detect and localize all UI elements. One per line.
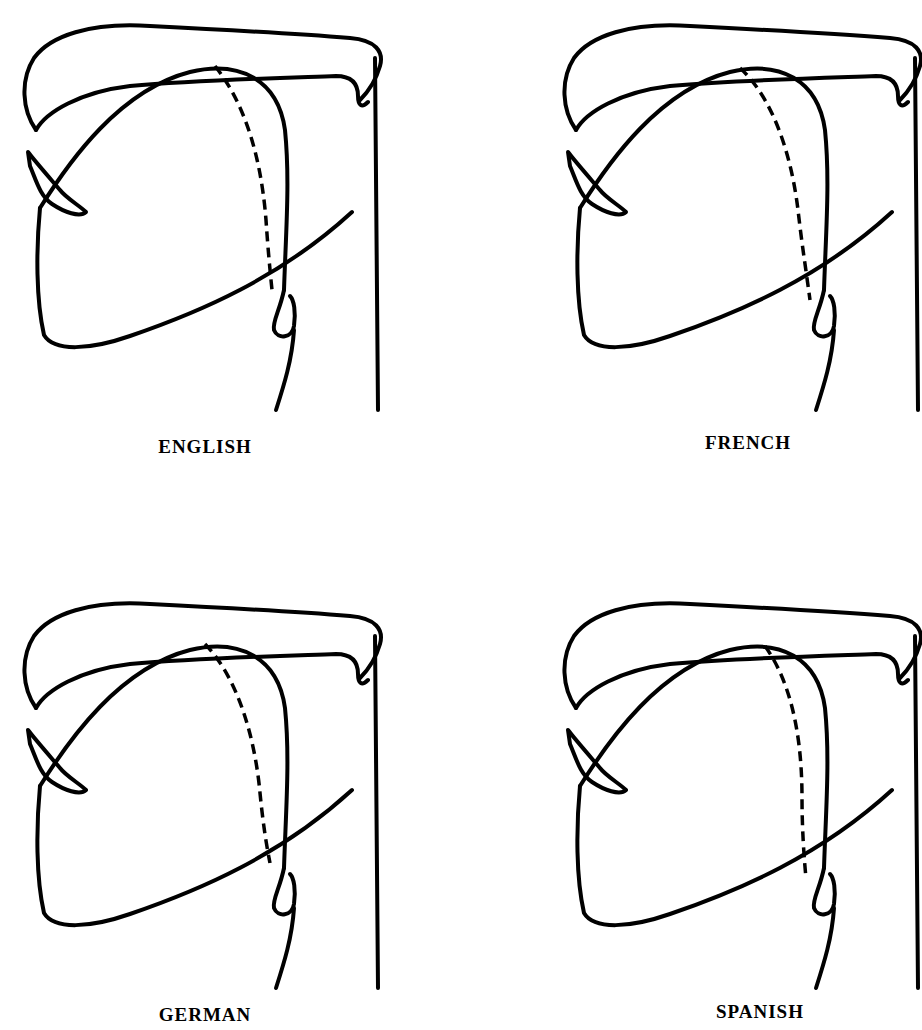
language-label: GERMAN [157,1004,254,1026]
language-label: SPANISH [714,1001,806,1023]
english-tract [24,25,381,410]
french-tract [564,25,921,410]
language-label: FRENCH [703,432,793,454]
language-label: ENGLISH [156,436,254,458]
spanish-tract [564,603,921,988]
german-tract [24,603,381,988]
